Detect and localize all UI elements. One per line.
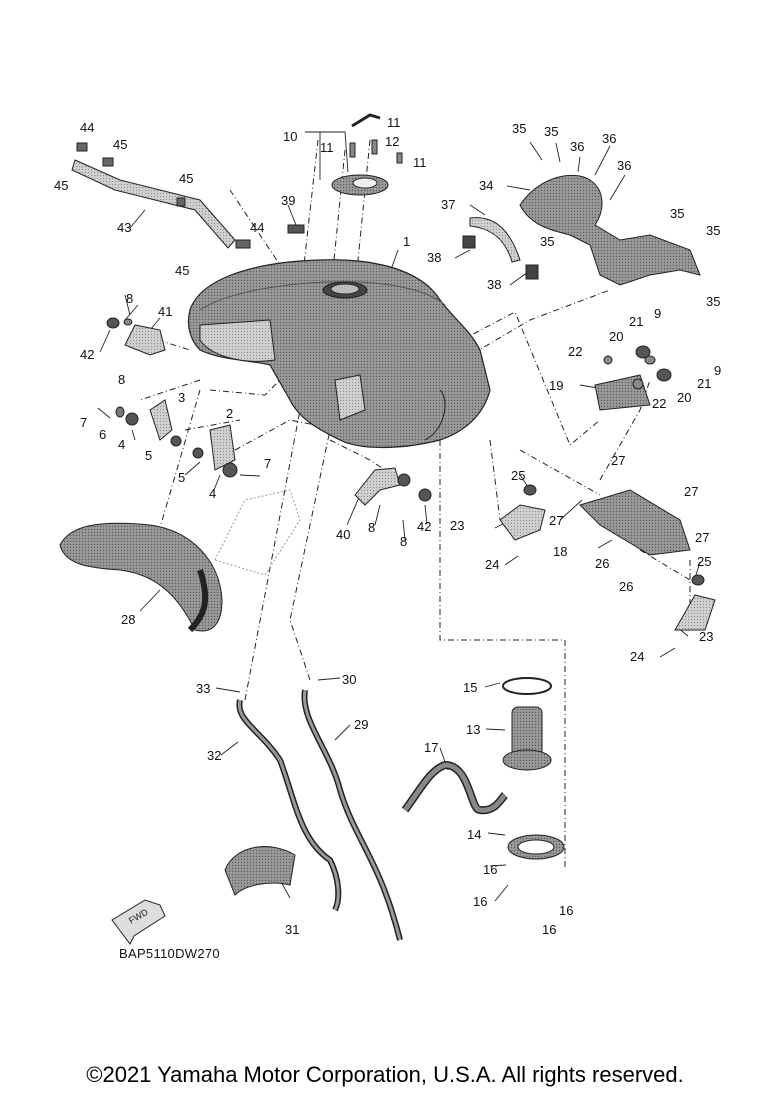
part-callout-25: 25 bbox=[697, 554, 711, 569]
part-callout-36: 36 bbox=[570, 139, 584, 154]
part-callout-5: 5 bbox=[145, 448, 152, 463]
part-callout-31: 31 bbox=[285, 922, 299, 937]
part-callout-23: 23 bbox=[699, 629, 713, 644]
part-callout-34: 34 bbox=[479, 178, 493, 193]
bracket-43 bbox=[71, 142, 251, 249]
part-callout-44: 44 bbox=[250, 220, 264, 235]
part-callout-17: 17 bbox=[424, 740, 438, 755]
part-callout-22: 22 bbox=[652, 396, 666, 411]
part-callout-41: 41 bbox=[158, 304, 172, 319]
part-callout-8: 8 bbox=[126, 291, 133, 306]
part-callout-19: 19 bbox=[549, 378, 563, 393]
part-callout-2: 2 bbox=[226, 406, 233, 421]
part-callout-14: 14 bbox=[467, 827, 481, 842]
part-callout-13: 13 bbox=[466, 722, 480, 737]
part-callout-45: 45 bbox=[179, 171, 193, 186]
part-callout-36: 36 bbox=[602, 131, 616, 146]
part-callout-16: 16 bbox=[559, 903, 573, 918]
part-callout-21: 21 bbox=[697, 376, 711, 391]
parts-diagram: FWD 123445567788889910111111121314151616… bbox=[54, 113, 721, 945]
part-callout-44: 44 bbox=[80, 120, 94, 135]
rear-cover bbox=[519, 174, 701, 286]
part-callout-24: 24 bbox=[630, 649, 644, 664]
part-callout-30: 30 bbox=[342, 672, 356, 687]
bracket-37 bbox=[462, 217, 539, 280]
part-callout-38: 38 bbox=[487, 277, 501, 292]
part-callout-23: 23 bbox=[450, 518, 464, 533]
part-callout-35: 35 bbox=[706, 294, 720, 309]
part-callout-42: 42 bbox=[417, 519, 431, 534]
part-callout-21: 21 bbox=[629, 314, 643, 329]
part-callout-45: 45 bbox=[175, 263, 189, 278]
fuel-cap-assembly bbox=[331, 113, 403, 196]
hoses bbox=[224, 689, 403, 941]
part-callout-33: 33 bbox=[196, 681, 210, 696]
part-callout-35: 35 bbox=[540, 234, 554, 249]
part-callout-43: 43 bbox=[117, 220, 131, 235]
bracket-40 bbox=[354, 467, 432, 506]
part-callout-35: 35 bbox=[512, 121, 526, 136]
part-callout-3: 3 bbox=[178, 390, 185, 405]
part-callout-20: 20 bbox=[609, 329, 623, 344]
copyright-notice: ©2021 Yamaha Motor Corporation, U.S.A. A… bbox=[86, 1062, 684, 1087]
part-callout-7: 7 bbox=[80, 415, 87, 430]
part-callout-45: 45 bbox=[54, 178, 68, 193]
part-callout-28: 28 bbox=[121, 612, 135, 627]
part-callout-35: 35 bbox=[670, 206, 684, 221]
part-callout-12: 12 bbox=[385, 134, 399, 149]
part-callout-9: 9 bbox=[654, 306, 661, 321]
part-callout-36: 36 bbox=[617, 158, 631, 173]
part-callout-27: 27 bbox=[549, 513, 563, 528]
fuel-tank bbox=[187, 259, 491, 449]
part-callout-16: 16 bbox=[542, 922, 556, 937]
part-callout-26: 26 bbox=[619, 579, 633, 594]
part-callout-24: 24 bbox=[485, 557, 499, 572]
part-callout-7: 7 bbox=[264, 456, 271, 471]
part-callout-4: 4 bbox=[118, 437, 125, 452]
part-callout-40: 40 bbox=[336, 527, 350, 542]
part-callout-6: 6 bbox=[99, 427, 106, 442]
part-callout-5: 5 bbox=[178, 470, 185, 485]
part-callout-16: 16 bbox=[483, 862, 497, 877]
part-callout-10: 10 bbox=[283, 129, 297, 144]
part-callout-8: 8 bbox=[118, 372, 125, 387]
small-parts-left bbox=[106, 224, 305, 478]
part-callout-11: 11 bbox=[320, 140, 334, 155]
part-callout-20: 20 bbox=[677, 390, 691, 405]
side-panel-28 bbox=[59, 522, 223, 633]
part-callout-37: 37 bbox=[441, 197, 455, 212]
part-callout-25: 25 bbox=[511, 468, 525, 483]
part-callout-16: 16 bbox=[473, 894, 487, 909]
part-callout-32: 32 bbox=[207, 748, 221, 763]
part-callout-22: 22 bbox=[568, 344, 582, 359]
part-callout-45: 45 bbox=[113, 137, 127, 152]
part-callout-9: 9 bbox=[714, 363, 721, 378]
right-brackets bbox=[579, 345, 691, 556]
part-callout-27: 27 bbox=[611, 453, 625, 468]
part-callout-1: 1 bbox=[403, 234, 410, 249]
part-callout-27: 27 bbox=[695, 530, 709, 545]
part-callout-35: 35 bbox=[544, 124, 558, 139]
brackets-23 bbox=[499, 484, 716, 631]
fwd-arrow-icon: FWD bbox=[111, 899, 166, 945]
part-callout-8: 8 bbox=[400, 534, 407, 549]
part-callout-15: 15 bbox=[463, 680, 477, 695]
part-callouts: 1234455677888899101111111213141516161616… bbox=[54, 115, 721, 937]
part-callout-11: 11 bbox=[387, 115, 401, 130]
part-callout-39: 39 bbox=[281, 193, 295, 208]
part-callout-8: 8 bbox=[368, 520, 375, 535]
diagram-code: BAP5110DW270 bbox=[119, 946, 220, 961]
part-callout-18: 18 bbox=[553, 544, 567, 559]
part-callout-35: 35 bbox=[706, 223, 720, 238]
frame-outline bbox=[214, 489, 301, 576]
fuel-pump bbox=[401, 677, 565, 860]
part-callout-11: 11 bbox=[413, 155, 427, 170]
part-callout-38: 38 bbox=[427, 250, 441, 265]
part-callout-27: 27 bbox=[684, 484, 698, 499]
part-callout-26: 26 bbox=[595, 556, 609, 571]
part-callout-29: 29 bbox=[354, 717, 368, 732]
part-callout-4: 4 bbox=[209, 486, 216, 501]
part-callout-42: 42 bbox=[80, 347, 94, 362]
